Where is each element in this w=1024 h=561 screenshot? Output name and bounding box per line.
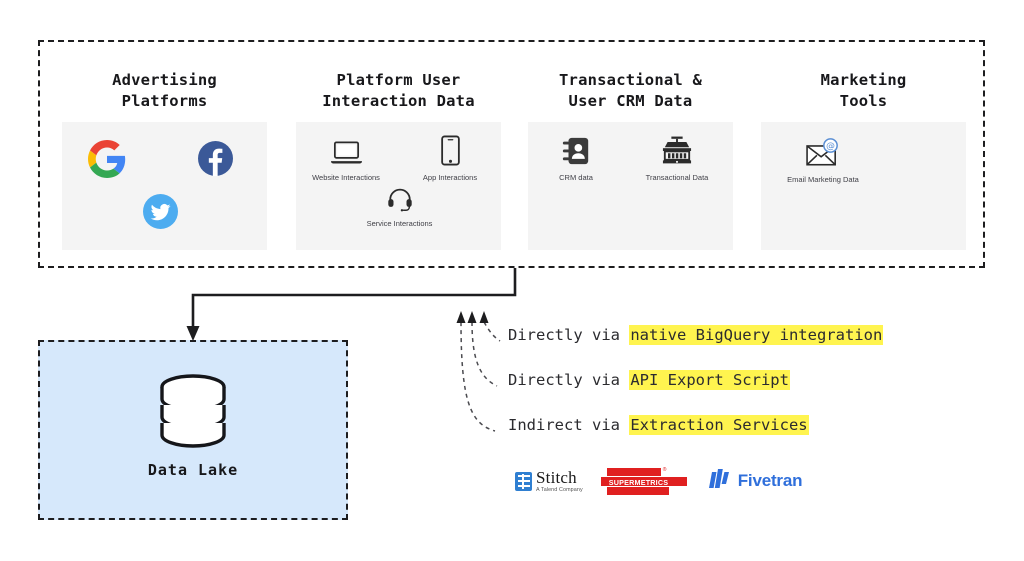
- database-cylinder-icon: [156, 374, 230, 454]
- source-item-facebook: [195, 141, 235, 183]
- annotation-row: Directly via native BigQuery integration: [508, 325, 988, 370]
- source-column-transactional-crm: Transactional & User CRM Data CRM d: [528, 42, 733, 266]
- source-item-label: CRM data: [559, 173, 593, 182]
- stitch-logo: Stitch A Talend Company: [515, 469, 583, 493]
- annotation-prefix: Directly via: [508, 326, 630, 344]
- column-title: Marketing Tools: [820, 71, 907, 110]
- email-at-icon: @: [769, 138, 877, 172]
- solid-connector-to-data-lake: [186, 268, 517, 341]
- column-panel: Website Interactions App Interactions: [296, 122, 501, 250]
- source-item-email-marketing-data: @ Email Marketing Data: [769, 138, 877, 184]
- supermetrics-bar-top: [606, 468, 661, 476]
- source-item-twitter: [140, 194, 180, 236]
- fivetran-logo: Fivetran: [708, 466, 803, 496]
- data-lake-label: Data Lake: [147, 461, 239, 479]
- supermetrics-bar-mid: [600, 477, 687, 486]
- stitch-name: Stitch: [536, 467, 577, 487]
- supermetrics-bar-bottom: [606, 487, 669, 495]
- cash-register-icon: [631, 136, 723, 170]
- source-column-marketing-tools: Marketing Tools @ Email Marketing Data: [761, 42, 966, 266]
- fivetran-name: Fivetran: [737, 471, 803, 490]
- annotation-highlight: native BigQuery integration: [629, 325, 884, 345]
- source-column-platform-user-interaction: Platform User Interaction Data Website I…: [296, 42, 501, 266]
- column-title: Advertising Platforms: [112, 71, 217, 110]
- fivetran-mark-icon: [708, 466, 733, 496]
- source-item-app-interactions: App Interactions: [409, 135, 491, 182]
- twitter-logo-icon: [140, 194, 180, 233]
- annotation-row: Indirect via Extraction Services: [508, 415, 988, 460]
- stitch-tagline: A Talend Company: [536, 486, 583, 493]
- source-item-label: App Interactions: [422, 173, 478, 182]
- annotation-prefix: Indirect via: [508, 416, 630, 434]
- column-title: Transactional & User CRM Data: [559, 71, 702, 110]
- smartphone-icon: [409, 135, 491, 170]
- source-item-google: [84, 140, 130, 185]
- source-item-website-interactions: Website Interactions: [303, 140, 389, 182]
- source-item-label: Transactional Data: [645, 173, 709, 182]
- source-item-label: Service Interactions: [366, 219, 433, 228]
- trademark-icon: ®: [662, 467, 667, 473]
- source-item-label: Website Interactions: [312, 173, 380, 182]
- annotation-row: Directly via API Export Script: [508, 370, 988, 415]
- contact-book-icon: [541, 136, 611, 170]
- laptop-icon: [303, 140, 389, 170]
- facebook-logo-icon: [195, 141, 235, 180]
- data-lake-box: Data Lake: [38, 340, 348, 520]
- data-sources-container: Advertising Platforms: [38, 40, 985, 268]
- source-item-label: Email Marketing Data: [787, 175, 859, 184]
- source-column-advertising-platforms: Advertising Platforms: [62, 42, 267, 266]
- stitch-wordmark: Stitch A Talend Company: [536, 469, 583, 493]
- column-panel: @ Email Marketing Data: [761, 122, 966, 250]
- dashed-connector-api-export: [467, 311, 498, 387]
- supermetrics-name: SUPERMETRICS: [608, 477, 669, 487]
- integration-annotations: Directly via native BigQuery integration…: [508, 325, 988, 460]
- source-item-transactional-data: Transactional Data: [631, 136, 723, 182]
- annotation-highlight: API Export Script: [629, 370, 790, 390]
- annotation-prefix: Directly via: [508, 371, 630, 389]
- annotation-highlight: Extraction Services: [629, 415, 809, 435]
- dashed-connector-bigquery: [479, 311, 501, 342]
- column-title: Platform User Interaction Data: [322, 71, 475, 110]
- dashed-connector-extraction-services: [456, 311, 496, 432]
- headset-icon: [357, 187, 442, 216]
- extraction-vendor-logos: Stitch A Talend Company SUPERMETRICS ® F…: [515, 462, 805, 500]
- google-logo-icon: [84, 140, 130, 182]
- column-panel: [62, 122, 267, 250]
- source-item-service-interactions: Service Interactions: [357, 187, 442, 228]
- supermetrics-logo: SUPERMETRICS ®: [600, 466, 691, 496]
- source-item-crm-data: CRM data: [541, 136, 611, 182]
- stitch-mark-icon: [515, 471, 532, 491]
- column-panel: CRM data: [528, 122, 733, 250]
- svg-text:@: @: [826, 142, 835, 152]
